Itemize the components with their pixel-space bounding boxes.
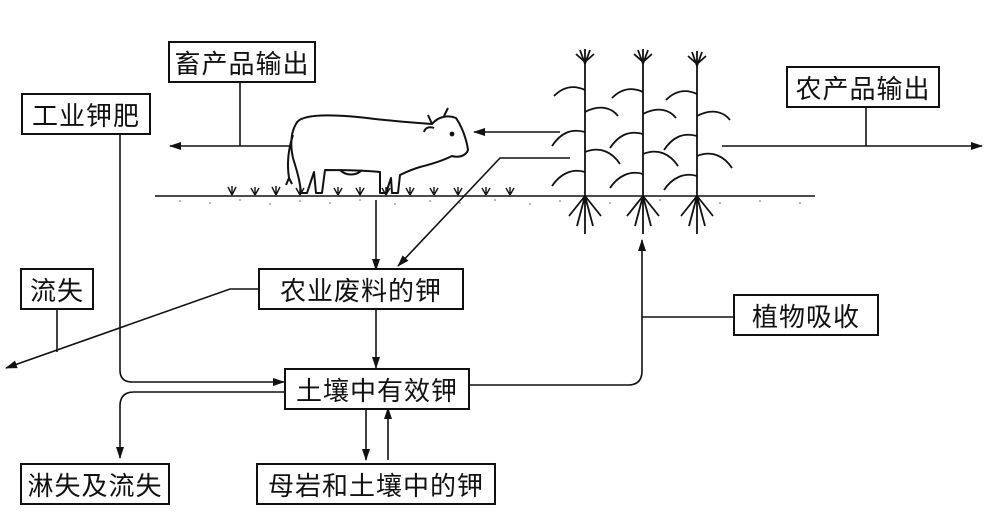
runoff-label: 流失	[20, 268, 94, 310]
flow-arrows	[5, 82, 983, 461]
industrial-potash-label: 工业钾肥	[21, 93, 151, 135]
agri-waste-potassium-label: 农业废料的钾	[258, 268, 464, 310]
leaching-and-runoff-label: 淋失及流失	[20, 463, 170, 505]
corn-plant-icon	[551, 49, 733, 234]
cow-icon	[285, 107, 469, 194]
grass-icon	[227, 186, 515, 196]
arrow-plant-uptake	[470, 239, 646, 386]
livestock-output-label: 畜产品输出	[168, 41, 316, 83]
arrow-leaching	[116, 391, 290, 459]
plant-uptake-label: 植物吸收	[733, 294, 879, 336]
soil-surface	[155, 195, 815, 205]
arrow-potash-to-soil	[119, 132, 285, 386]
soil-available-potassium-label: 土壤中有效钾	[284, 368, 470, 410]
parent-rock-soil-potassium-label: 母岩和土壤中的钾	[256, 463, 496, 505]
arrow-runoff	[5, 288, 258, 369]
crop-output-label: 农产品输出	[786, 66, 940, 108]
arrow-crops-to-waste	[397, 157, 570, 267]
